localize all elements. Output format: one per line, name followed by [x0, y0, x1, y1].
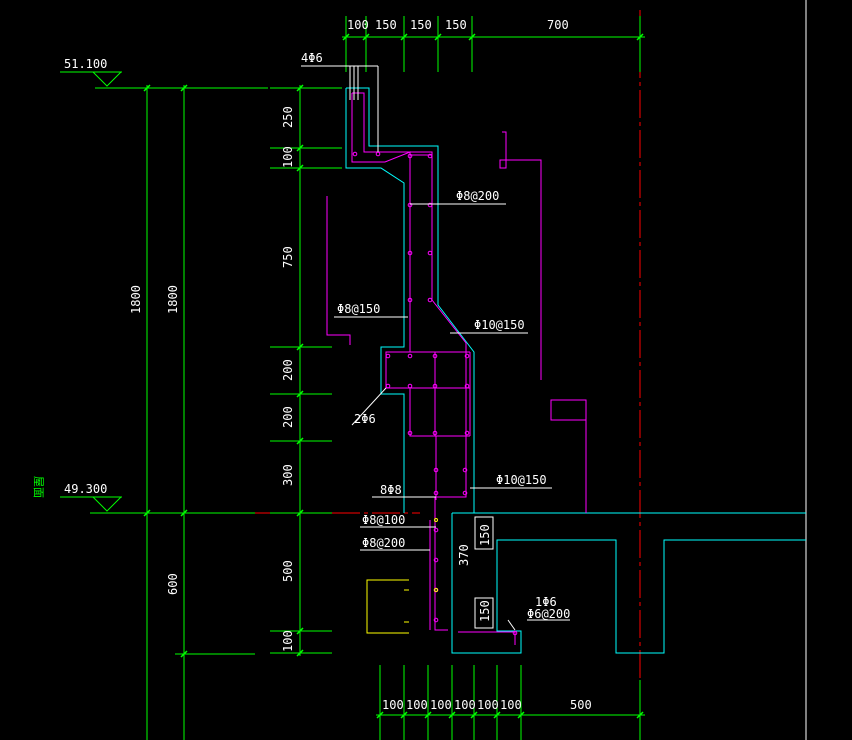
rebar-label-main-2: Φ10@150: [496, 473, 547, 487]
elevation-marker-roof: [60, 496, 122, 512]
leader-lines: [301, 65, 570, 631]
bottom-dim-4: 100: [454, 698, 476, 712]
yellow-detail: [366, 518, 438, 634]
bottom-dim-6: 100: [500, 698, 522, 712]
overall-dimension-labels: 1800 1800 600: [129, 285, 180, 595]
left-dim-750: 750: [281, 246, 295, 268]
bottom-dim-2: 100: [406, 698, 428, 712]
local-dimension-labels: 150 370 150: [457, 524, 492, 622]
rebar-label-main-1: Φ10@150: [474, 318, 525, 332]
rebar-label-dist-2: Φ8@150: [337, 302, 380, 316]
rebar-cage: [326, 92, 587, 645]
elevation-roof: 49.300: [64, 482, 107, 496]
left-dim-250: 250: [281, 106, 295, 128]
rebar-labels: 4Φ6 Φ8@200 Φ8@150 Φ10@150 2Φ6 Φ10@150 8Φ…: [301, 51, 570, 621]
top-dim-5: 700: [547, 18, 569, 32]
slab-outline: [451, 512, 806, 654]
elevation-top: 51.100: [64, 57, 107, 71]
overall-dim-1800-b: 1800: [166, 285, 180, 314]
rebar-label-dist-1: Φ8@200: [456, 189, 499, 203]
left-dim-500: 500: [281, 560, 295, 582]
left-dim-200a: 200: [281, 359, 295, 381]
bottom-dim-5: 100: [477, 698, 499, 712]
top-dim-4: 150: [445, 18, 467, 32]
left-dim-100b: 100: [281, 630, 295, 652]
rebar-label-4phi6: 4Φ6: [301, 51, 323, 65]
rebar-label-1phi6: 1Φ6: [535, 595, 557, 609]
left-dim-300: 300: [281, 464, 295, 486]
left-dim-200b: 200: [281, 406, 295, 428]
left-dimension-chain: [270, 84, 342, 657]
local-dim-370: 370: [457, 544, 471, 566]
bottom-dim-1: 100: [382, 698, 404, 712]
left-dim-100a: 100: [281, 146, 295, 168]
rebar-label-2phi6: 2Φ6: [354, 412, 376, 426]
elevation-labels: 51.100 49.300 屋面: [32, 57, 107, 498]
bottom-dim-7: 500: [570, 698, 592, 712]
bottom-dimension-labels: 100 100 100 100 100 100 500: [382, 698, 592, 712]
top-dimension-labels: 100 150 150 150 700: [347, 18, 569, 32]
bottom-dim-3: 100: [430, 698, 452, 712]
local-dim-150-top: 150: [478, 524, 492, 546]
roof-label: 屋面: [32, 476, 45, 498]
elevation-marker-top: [60, 71, 122, 87]
local-dim-150-bottom: 150: [478, 600, 492, 622]
rebar-label-stirrup-2: Φ8@200: [362, 536, 405, 550]
rebar-label-stirrup-1: Φ8@100: [362, 513, 405, 527]
top-dim-1: 100: [347, 18, 369, 32]
rebar-label-8phi8: 8Φ8: [380, 483, 402, 497]
overall-dim-600: 600: [166, 573, 180, 595]
bottom-dimension-chain: [376, 665, 645, 740]
top-dim-2: 150: [375, 18, 397, 32]
rebar-label-dist-3: Φ6@200: [527, 607, 570, 621]
overall-dim-1800-a: 1800: [129, 285, 143, 314]
overall-dimension-lines: [90, 84, 268, 740]
left-dimension-labels: 250 100 750 200 200 300 500 100: [281, 106, 295, 652]
parapet-outline: [345, 87, 475, 513]
top-dimension-chain: [342, 16, 645, 72]
top-dim-3: 150: [410, 18, 432, 32]
